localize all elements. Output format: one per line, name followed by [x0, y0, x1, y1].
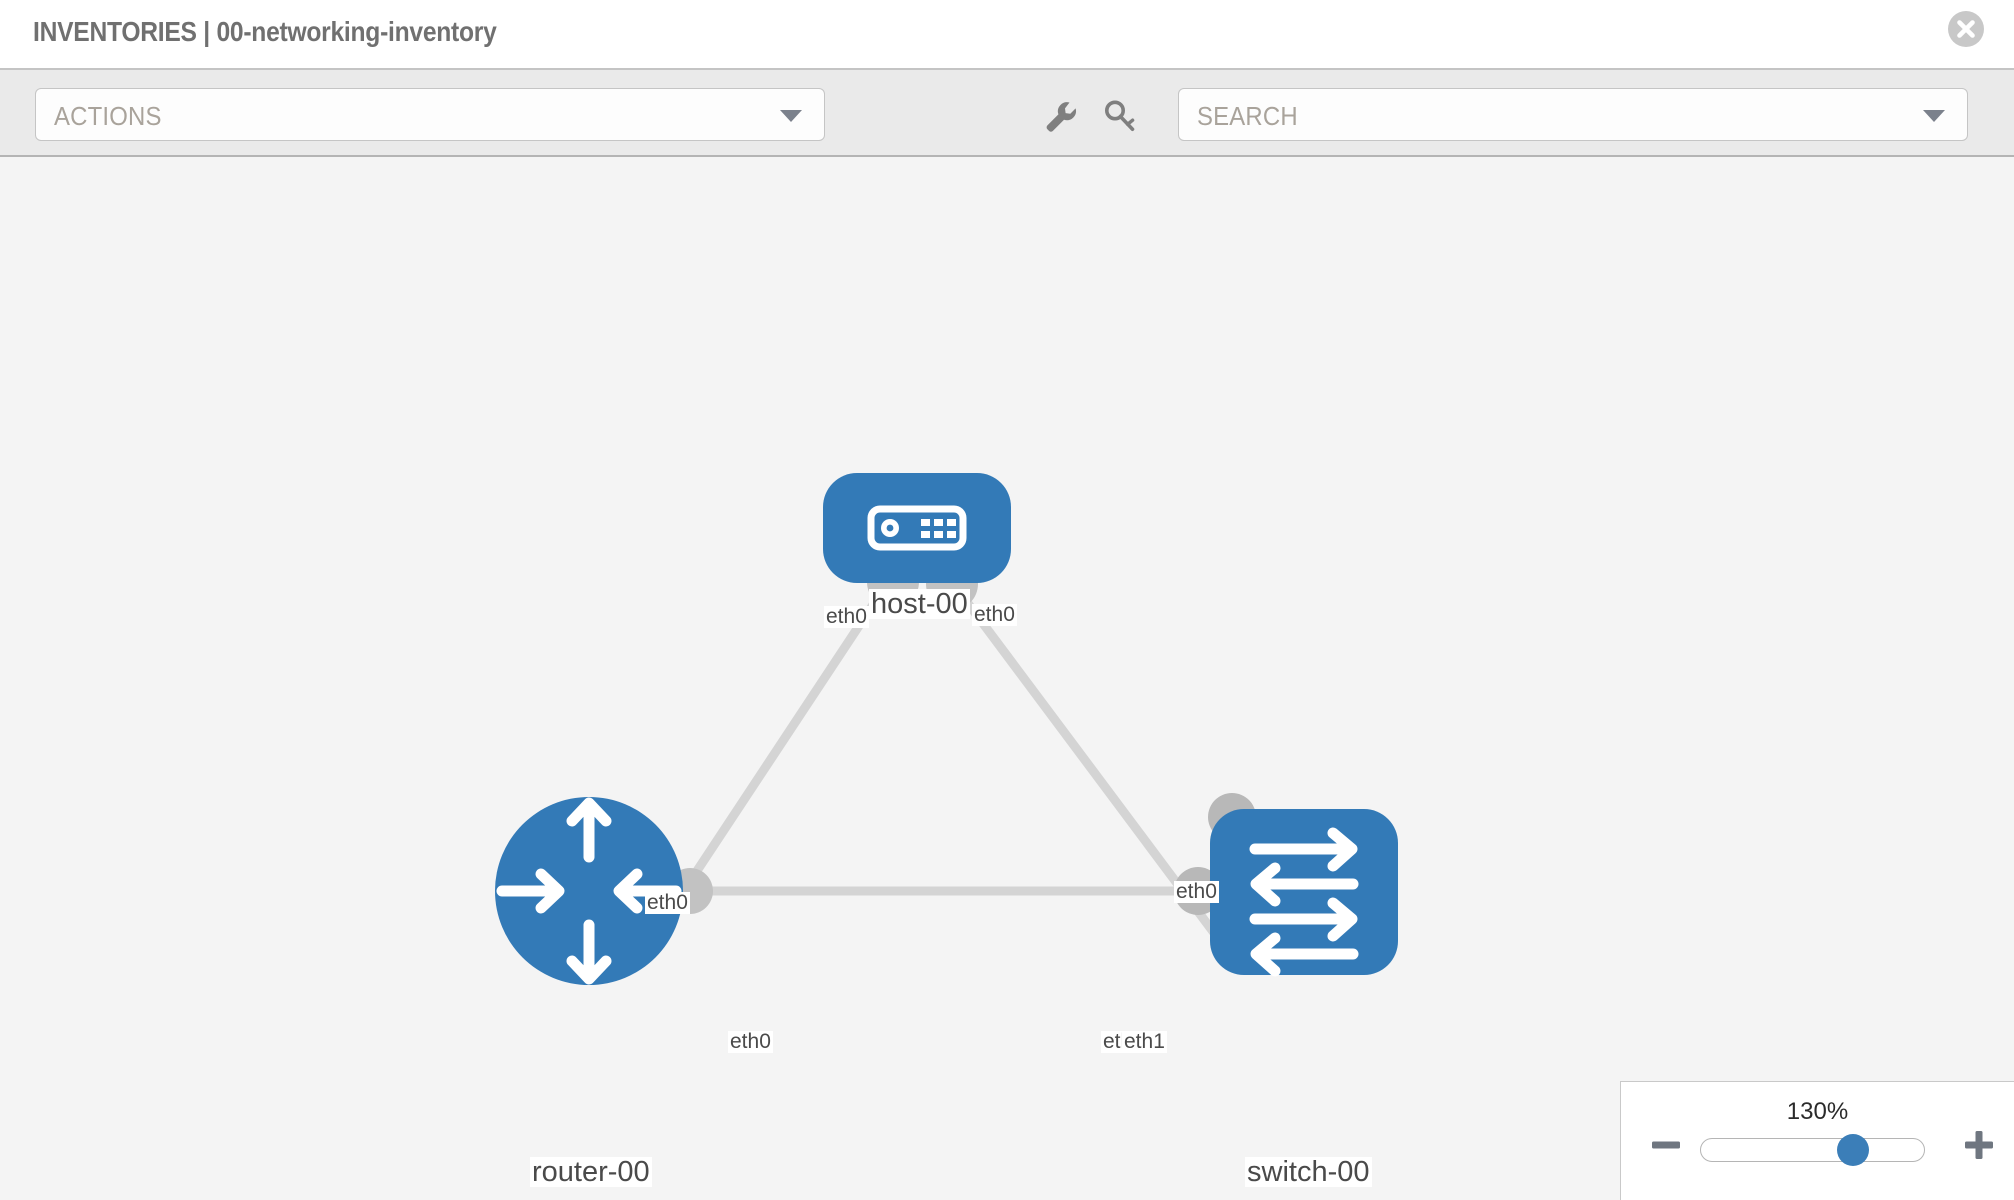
server-icon — [867, 505, 967, 551]
search-placeholder-label: SEARCH — [1197, 101, 1298, 131]
zoom-level-value: 130% — [1786, 1098, 1849, 1125]
close-icon[interactable] — [1948, 11, 1984, 47]
key-icon[interactable] — [1100, 96, 1140, 136]
node-switch-00[interactable] — [1210, 809, 1398, 977]
node-label-switch-00: switch-00 — [1245, 1156, 1372, 1188]
page-header: INVENTORIES | 00-networking-inventory — [0, 0, 2014, 68]
zoom-slider-track[interactable] — [1700, 1138, 1925, 1162]
iface-label-switch-uplink-eth0: eth0 — [1174, 880, 1219, 904]
chevron-down-icon[interactable] — [1923, 110, 1945, 122]
switch-arrows-icon — [1249, 827, 1359, 977]
router-arrows-icon — [496, 797, 682, 985]
actions-dropdown-label: ACTIONS — [54, 101, 162, 131]
wrench-icon[interactable] — [1040, 96, 1080, 136]
node-router-00[interactable] — [495, 797, 683, 985]
zoom-control-panel: 130% — [1620, 1081, 2014, 1200]
iface-label-host-eth0-left: eth0 — [824, 605, 869, 629]
search-input[interactable]: SEARCH — [1178, 88, 1968, 141]
page-title: INVENTORIES | 00-networking-inventory — [33, 16, 497, 47]
toolbar: ACTIONS SEARCH — [0, 68, 2014, 157]
topology-canvas[interactable]: eth0 eth0 host-00 eth0 eth0 eth0 eth eth… — [0, 157, 2014, 1200]
chevron-down-icon — [780, 110, 802, 122]
topology-graph — [495, 473, 1398, 985]
node-label-host-00: host-00 — [869, 588, 970, 620]
iface-label-host-eth0-right: eth0 — [972, 603, 1017, 627]
node-host-00[interactable] — [823, 473, 1011, 583]
topology-links — [636, 579, 1236, 960]
node-label-router-00: router-00 — [530, 1156, 652, 1188]
minus-icon[interactable] — [1649, 1128, 1683, 1162]
zoom-slider-thumb[interactable] — [1837, 1134, 1869, 1166]
actions-dropdown[interactable]: ACTIONS — [35, 88, 825, 141]
plus-icon[interactable] — [1962, 1128, 1996, 1162]
iface-label-switch-eth1: eth1 — [1122, 1030, 1167, 1054]
iface-label-router-eth0: eth0 — [728, 1030, 773, 1054]
iface-label-router-uplink-eth0: eth0 — [645, 891, 690, 915]
